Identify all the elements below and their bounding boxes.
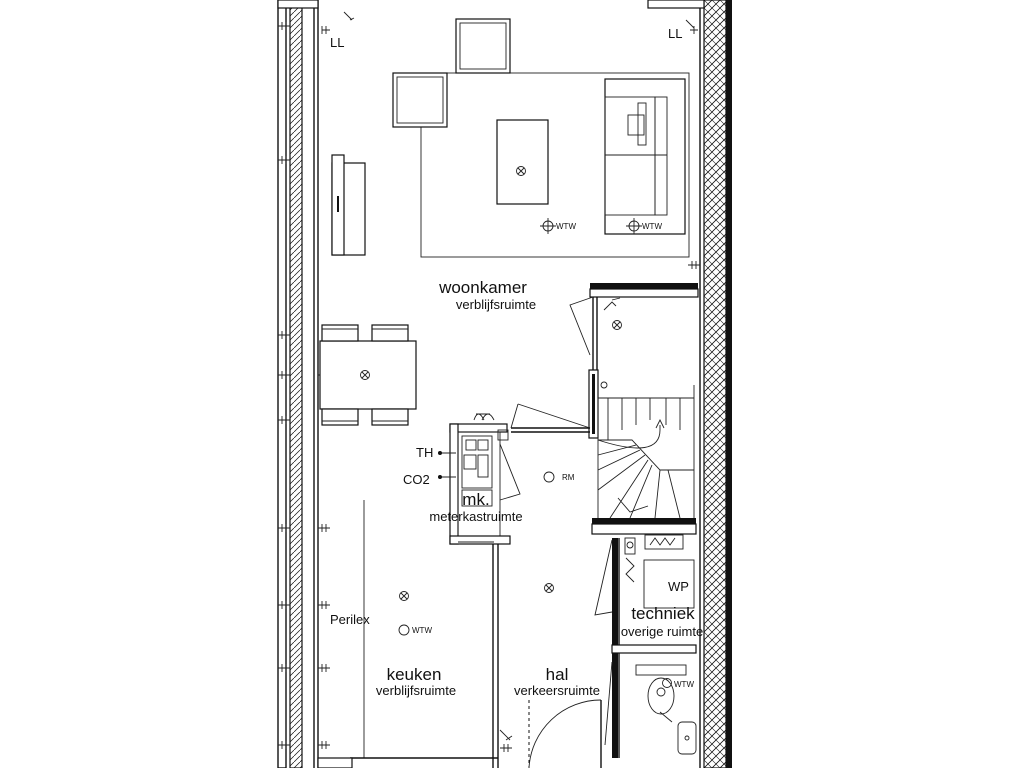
th-label: TH [416,445,433,460]
room-name-techniek: techniek [631,604,695,623]
smoke-detector-icon [543,471,555,483]
wtw-label: WTW [412,626,432,635]
wp-label: WP [668,579,689,594]
front-door [317,699,602,768]
dining-table [319,324,417,426]
room-type-woonkamer: verblijfsruimte [456,297,536,312]
technical-room [594,534,697,654]
ceiling-light-icon [516,166,526,176]
wtw-vent-icon: WTW [398,624,432,636]
wtw-vent-icon: WTW [662,678,694,689]
room-name-meterkast: mk. [462,490,489,509]
thermostat-icon [438,451,456,455]
ceiling-light-icon [399,591,409,601]
rm-label: RM [562,473,575,482]
wtw-label: WTW [674,680,694,689]
co2-label: CO2 [403,472,430,487]
room-type-keuken: verblijfsruimte [376,683,456,698]
coffee-table [496,119,549,205]
ll-label-left: LL [330,35,344,50]
wtw-label: WTW [642,222,662,231]
perilex-label: Perilex [330,612,370,627]
right-wall [647,0,732,768]
armchair-left [392,72,448,128]
room-type-hal: verkeersruimte [514,683,600,698]
switch-icon [343,11,698,34]
staircase [588,369,697,535]
left-wall [277,0,319,768]
ceiling-light-icon [544,583,554,593]
ll-label-right: LL [668,26,682,41]
tv-cabinet [331,154,366,256]
storage-closet [569,283,699,370]
meter-cupboard [449,413,521,545]
wtw-vent-icon: WTW [626,218,662,234]
door-swing [510,403,591,433]
kitchen-hall-wall [363,500,513,768]
sofa [604,78,686,235]
socket-icon [321,26,330,34]
room-name-woonkamer: woonkamer [438,278,527,297]
room-type-techniek: overige ruimte [621,624,703,639]
co2-sensor-icon [438,475,456,479]
toilet-room [604,653,697,758]
ceiling-light-icon [360,370,370,380]
room-type-meterkast: meterkastruimte [429,509,522,524]
armchair-top [455,18,511,74]
living-room-rug [420,72,690,258]
wtw-vent-icon: WTW [540,218,576,234]
room-name-hal: hal [546,665,569,684]
room-name-keuken: keuken [387,665,442,684]
wtw-label: WTW [556,222,576,231]
